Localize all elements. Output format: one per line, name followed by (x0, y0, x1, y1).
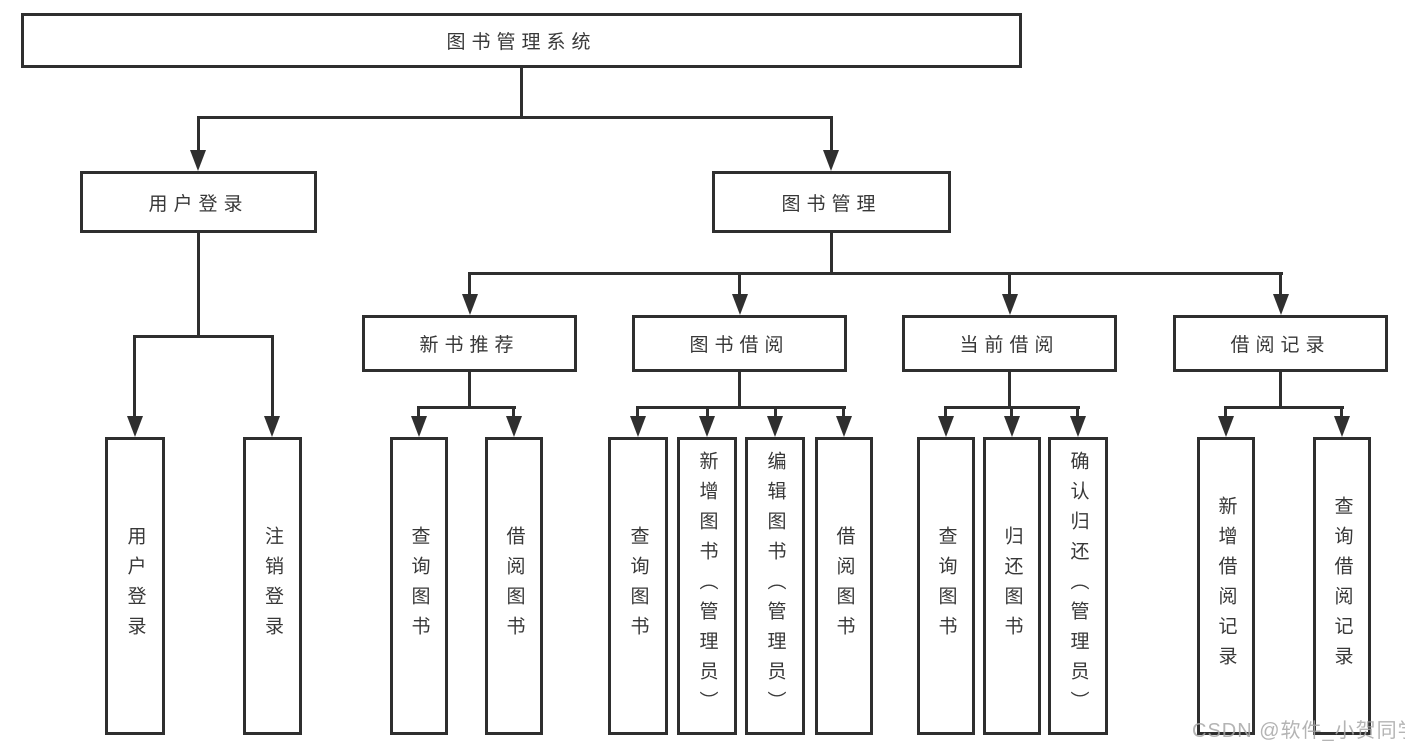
arrow-down-icon (1334, 416, 1350, 437)
arrow-down-icon (1273, 294, 1289, 315)
connector-line (1076, 406, 1079, 418)
arrow-down-icon (506, 416, 522, 437)
arrow-down-icon (1070, 416, 1086, 437)
connector-line (706, 406, 709, 418)
node-label: 归还图书 (1001, 526, 1023, 646)
connector-line (271, 335, 274, 416)
connector-line (1224, 406, 1344, 409)
node-label: 查询图书 (935, 526, 957, 646)
node-label: 借阅图书 (833, 526, 855, 646)
connector-line (1008, 372, 1011, 409)
connector-line (774, 406, 777, 418)
connector-line (197, 116, 833, 119)
node-label: 注销登录 (262, 526, 283, 646)
connector-line (468, 272, 471, 295)
node-label: 用户登录 (148, 193, 249, 215)
node-label: 用户登录 (124, 526, 146, 646)
connector-line (1010, 406, 1013, 418)
node-add-books-admin: 新增图书（管理员） (677, 437, 737, 735)
connector-line (1224, 406, 1227, 418)
node-query-books-recommend: 查询图书 (390, 437, 448, 735)
node-confirm-return-admin: 确认归还（管理员） (1048, 437, 1108, 735)
node-label: 查询图书 (627, 526, 649, 646)
connector-line (1008, 272, 1011, 295)
node-logout: 注销登录 (243, 437, 302, 735)
connector-line (197, 233, 200, 338)
node-label: 编辑图书（管理员） (764, 451, 786, 721)
connector-line (636, 406, 639, 418)
connector-line (830, 116, 833, 150)
connector-line (512, 406, 515, 418)
connector-line (944, 406, 947, 418)
node-label: 借阅图书 (503, 526, 525, 646)
connector-line (133, 335, 274, 338)
arrow-down-icon (411, 416, 427, 437)
node-borrow-books: 借阅图书 (815, 437, 873, 735)
connector-line (636, 406, 846, 409)
arrow-down-icon (836, 416, 852, 437)
node-add-borrow-record: 新增借阅记录 (1197, 437, 1255, 735)
node-label: 新书推荐 (419, 335, 520, 356)
arrow-down-icon (462, 294, 478, 315)
arrow-down-icon (190, 150, 206, 171)
connector-line (417, 406, 420, 418)
arrow-down-icon (127, 416, 143, 437)
watermark: CSDN @软件_小贺同学 (1192, 720, 1405, 742)
node-label: 确认归还（管理员） (1067, 451, 1089, 721)
node-label: 当前借阅 (959, 335, 1060, 356)
arrow-down-icon (1218, 416, 1234, 437)
node-user-login: 用户登录 (105, 437, 165, 735)
connector-line (1279, 372, 1282, 409)
node-return-books: 归还图书 (983, 437, 1041, 735)
connector-line (133, 335, 136, 416)
node-query-books-current: 查询图书 (917, 437, 975, 735)
node-label: 图书管理系统 (446, 32, 597, 53)
connector-line (1340, 406, 1343, 418)
node-label: 新增图书（管理员） (696, 451, 718, 721)
node-current-borrowing: 当前借阅 (902, 315, 1117, 372)
arrow-down-icon (630, 416, 646, 437)
node-label: 借阅记录 (1230, 335, 1331, 356)
arrow-down-icon (1002, 294, 1018, 315)
node-user-login-branch: 用户登录 (80, 171, 317, 233)
connector-line (197, 116, 200, 150)
arrow-down-icon (699, 416, 715, 437)
arrow-down-icon (264, 416, 280, 437)
connector-line (468, 372, 471, 409)
node-query-books-borrowing: 查询图书 (608, 437, 668, 735)
arrow-down-icon (767, 416, 783, 437)
arrow-down-icon (1004, 416, 1020, 437)
connector-line (520, 68, 523, 119)
connector-line (830, 233, 833, 275)
node-query-borrow-record: 查询借阅记录 (1313, 437, 1371, 735)
node-borrow-records: 借阅记录 (1173, 315, 1388, 372)
arrow-down-icon (732, 294, 748, 315)
connector-line (738, 272, 741, 295)
node-borrow-books-recommend: 借阅图书 (485, 437, 543, 735)
node-label: 新增借阅记录 (1215, 496, 1237, 676)
connector-line (1279, 272, 1282, 295)
node-label: 图书管理 (781, 193, 882, 215)
arrow-down-icon (938, 416, 954, 437)
connector-line (417, 406, 516, 409)
node-label: 查询借阅记录 (1331, 496, 1353, 676)
connector-line (842, 406, 845, 418)
node-edit-books-admin: 编辑图书（管理员） (745, 437, 805, 735)
connector-line (738, 372, 741, 409)
node-new-book-recommend: 新书推荐 (362, 315, 577, 372)
arrow-down-icon (823, 150, 839, 171)
node-root-system: 图书管理系统 (21, 13, 1022, 68)
node-label: 图书借阅 (689, 335, 790, 356)
node-book-borrowing: 图书借阅 (632, 315, 847, 372)
node-book-management: 图书管理 (712, 171, 951, 233)
connector-line (468, 272, 1283, 275)
node-label: 查询图书 (408, 526, 430, 646)
